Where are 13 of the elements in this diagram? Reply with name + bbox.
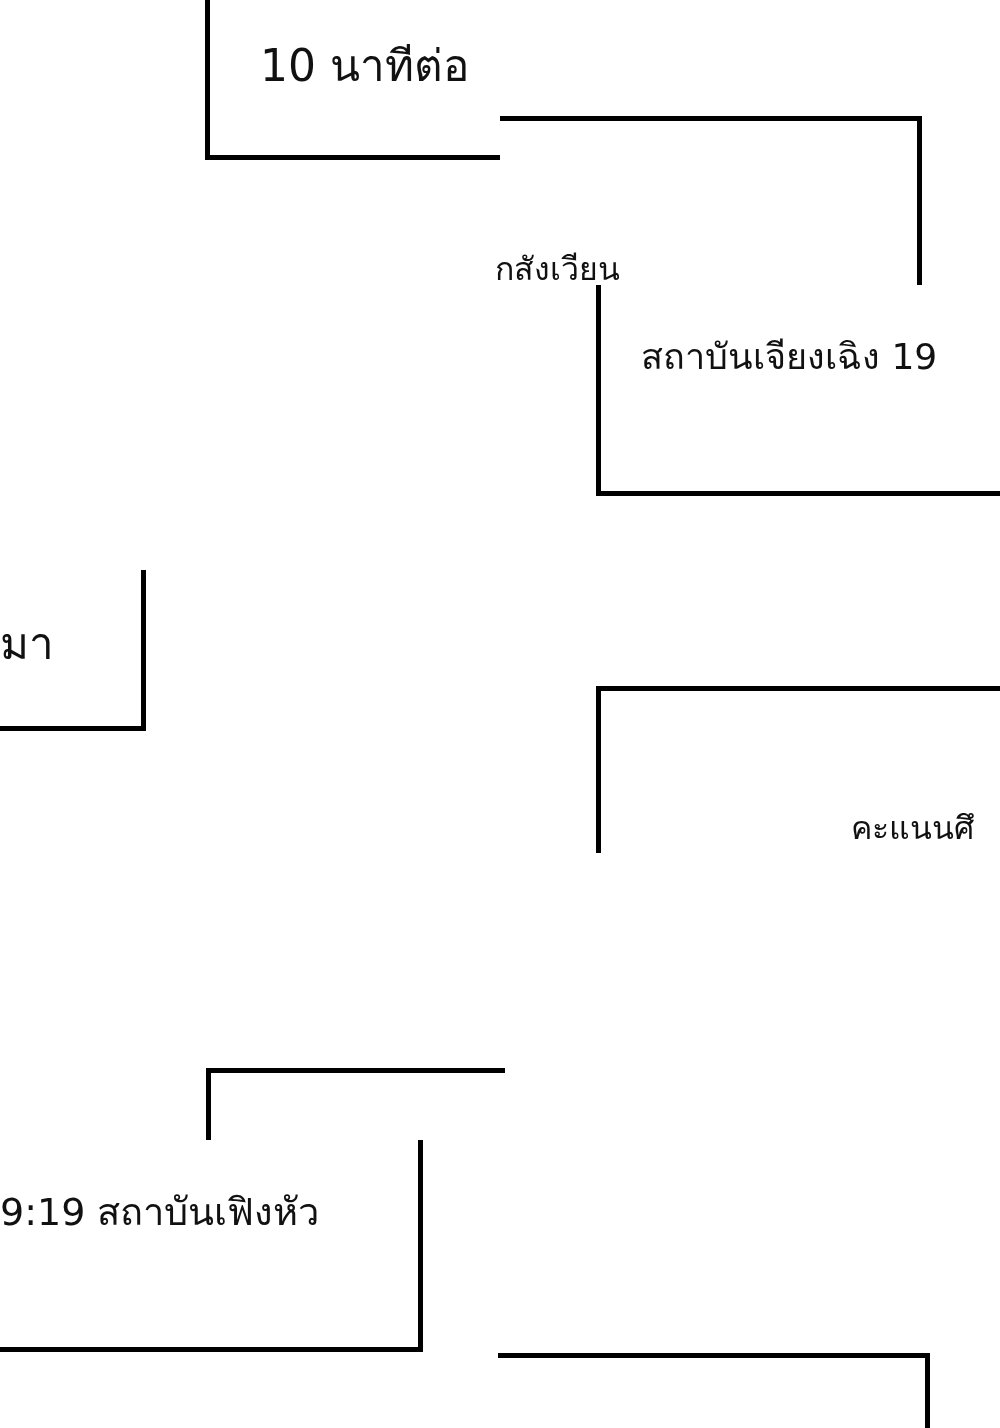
caption-text: มา (0, 618, 54, 671)
caption-text: สถาบันเจียงเฉิง 19 (641, 335, 938, 379)
caption-text: คะแนนศึ (851, 809, 974, 848)
caption-text: 10 นาทีต่อ (260, 40, 469, 93)
text-panel (206, 1068, 505, 1140)
text-panel (596, 285, 1000, 496)
text-panel (596, 686, 1000, 853)
text-panel (0, 1140, 423, 1352)
caption-text: 9:19 สถาบันเฟิงหัว (0, 1190, 320, 1236)
text-panel (0, 570, 146, 731)
text-panel (205, 0, 500, 160)
text-panel (498, 1353, 930, 1428)
caption-text: กสังเวียน (495, 250, 620, 289)
